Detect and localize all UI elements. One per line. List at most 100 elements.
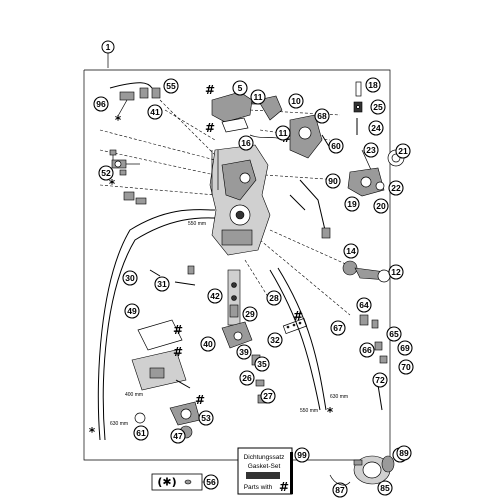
part-number-label: 64 bbox=[359, 300, 369, 310]
callout-circle bbox=[397, 340, 413, 356]
part-callout-52[interactable]: 52 bbox=[98, 165, 114, 181]
part-callout-18[interactable]: 18 bbox=[365, 77, 381, 93]
svg-text:#: # bbox=[205, 83, 215, 97]
part-number-label: 69 bbox=[400, 343, 410, 353]
callout-circle bbox=[365, 77, 381, 93]
callout-circle bbox=[260, 388, 276, 404]
screw-55-drawing bbox=[139, 87, 149, 99]
svg-text:#: # bbox=[195, 393, 205, 407]
part-number-label: 85 bbox=[380, 483, 390, 493]
part-callout-41[interactable]: 41 bbox=[147, 104, 163, 120]
part-number-label: 47 bbox=[173, 431, 183, 441]
callout-circle bbox=[266, 290, 282, 306]
part-callout-29[interactable]: 29 bbox=[242, 306, 258, 322]
callout-circle bbox=[238, 135, 254, 151]
part-callout-24[interactable]: 24 bbox=[368, 120, 384, 136]
part-callout-28[interactable]: 28 bbox=[266, 290, 282, 306]
part-callout-56[interactable]: 56 bbox=[203, 474, 219, 490]
part-number-label: 16 bbox=[241, 138, 251, 148]
screws-right-lower bbox=[359, 314, 388, 411]
part-callout-68[interactable]: 68 bbox=[314, 108, 330, 124]
part-callout-11[interactable]: 11 bbox=[250, 89, 266, 105]
part-callout-12[interactable]: 12 bbox=[388, 264, 404, 280]
callout-circle bbox=[133, 425, 149, 441]
part-callout-89[interactable]: 89 bbox=[396, 445, 412, 461]
assembly-callout[interactable]: 1 bbox=[101, 40, 115, 54]
part-number-label: 96 bbox=[96, 99, 106, 109]
part-callout-67[interactable]: 67 bbox=[330, 320, 346, 336]
callout-circle bbox=[198, 410, 214, 426]
part-callout-32[interactable]: 32 bbox=[267, 332, 283, 348]
part-callout-11[interactable]: 11 bbox=[275, 125, 291, 141]
part-number-label: 29 bbox=[245, 309, 255, 319]
top-cover-5-drawing: # # bbox=[205, 83, 253, 135]
part-callout-53[interactable]: 53 bbox=[198, 410, 214, 426]
callout-circle bbox=[239, 370, 255, 386]
svg-text:*: * bbox=[89, 425, 96, 439]
callout-circle bbox=[254, 356, 270, 372]
part-callout-16[interactable]: 16 bbox=[238, 135, 254, 151]
part-callout-39[interactable]: 39 bbox=[236, 344, 252, 360]
part-callout-5[interactable]: 5 bbox=[232, 80, 248, 96]
callout-circle bbox=[207, 288, 223, 304]
gasket-box-line3: Parts with bbox=[244, 484, 273, 491]
callout-circle bbox=[314, 108, 330, 124]
part-callout-20[interactable]: 20 bbox=[373, 198, 389, 214]
callout-circle bbox=[294, 447, 310, 463]
part-callout-96[interactable]: 96 bbox=[93, 96, 109, 112]
part-callout-31[interactable]: 31 bbox=[154, 276, 170, 292]
callout-circle bbox=[236, 344, 252, 360]
part-callout-21[interactable]: 21 bbox=[395, 143, 411, 159]
callout-circle bbox=[124, 303, 140, 319]
part-callout-65[interactable]: 65 bbox=[386, 326, 402, 342]
callout-circle bbox=[328, 138, 344, 154]
part-callout-85[interactable]: 85 bbox=[377, 480, 393, 496]
part-number-label: 68 bbox=[317, 111, 327, 121]
part-callout-26[interactable]: 26 bbox=[239, 370, 255, 386]
part-callout-99[interactable]: 99 bbox=[294, 447, 310, 463]
float-chamber-cap-drawing bbox=[347, 149, 405, 197]
needle-valve-52-drawing bbox=[111, 159, 140, 169]
callout-circle bbox=[170, 428, 186, 444]
part-callout-61[interactable]: 61 bbox=[133, 425, 149, 441]
part-callout-30[interactable]: 30 bbox=[122, 270, 138, 286]
gasket-box-line1: Dichtungssatz bbox=[244, 454, 285, 461]
callout-circle bbox=[343, 243, 359, 259]
callout-circle bbox=[344, 196, 360, 212]
part-callout-40[interactable]: 40 bbox=[200, 336, 216, 352]
part-callout-72[interactable]: 72 bbox=[372, 372, 388, 388]
part-callout-70[interactable]: 70 bbox=[398, 359, 414, 375]
part-callout-55[interactable]: 55 bbox=[163, 78, 179, 94]
part-callout-14[interactable]: 14 bbox=[343, 243, 359, 259]
part-callout-60[interactable]: 60 bbox=[328, 138, 344, 154]
part-callout-90[interactable]: 90 bbox=[325, 173, 341, 189]
part-number-label: 26 bbox=[242, 373, 252, 383]
part-callout-10[interactable]: 10 bbox=[288, 93, 304, 109]
callout-circle bbox=[163, 78, 179, 94]
float-40-drawing bbox=[221, 321, 253, 349]
callout-circle bbox=[370, 99, 386, 115]
part-callout-22[interactable]: 22 bbox=[388, 180, 404, 196]
gasket-set-box[interactable]: Dichtungssatz Gasket-Set Parts with # bbox=[237, 447, 293, 495]
part-callout-47[interactable]: 47 bbox=[170, 428, 186, 444]
callout-circle bbox=[147, 104, 163, 120]
part-number-label: 87 bbox=[335, 485, 345, 495]
part-callout-66[interactable]: 66 bbox=[359, 342, 375, 358]
part-callout-69[interactable]: 69 bbox=[397, 340, 413, 356]
callout-circle bbox=[363, 142, 379, 158]
float-bowl-49-drawing: # # bbox=[131, 319, 191, 391]
part-callout-25[interactable]: 25 bbox=[370, 99, 386, 115]
callout-circle bbox=[288, 93, 304, 109]
svg-text:#: # bbox=[173, 345, 183, 359]
part-callout-87[interactable]: 87 bbox=[332, 482, 348, 498]
callout-circle bbox=[267, 332, 283, 348]
part-callout-19[interactable]: 19 bbox=[344, 196, 360, 212]
part-callout-49[interactable]: 49 bbox=[124, 303, 140, 319]
part-callout-42[interactable]: 42 bbox=[207, 288, 223, 304]
part-callout-27[interactable]: 27 bbox=[260, 388, 276, 404]
part-number-label: 60 bbox=[331, 141, 341, 151]
part-number-label: 52 bbox=[101, 168, 111, 178]
part-callout-23[interactable]: 23 bbox=[363, 142, 379, 158]
part-callout-64[interactable]: 64 bbox=[356, 297, 372, 313]
part-callout-35[interactable]: 35 bbox=[254, 356, 270, 372]
